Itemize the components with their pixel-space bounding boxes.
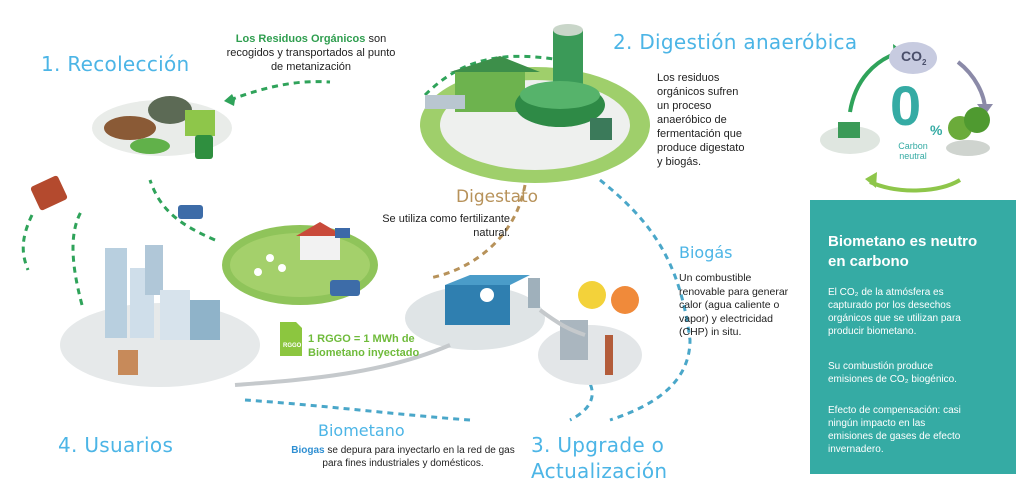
arrow-collection-to-digestion	[229, 80, 331, 102]
co2-text: CO	[901, 48, 922, 64]
panel-text-line: orgánicos que se utilizan para	[828, 313, 961, 324]
panel-text-line: invernadero.	[828, 444, 884, 455]
panel-text-line: emisiones de gases de efecto	[828, 431, 961, 442]
collection-note: Los Residuos Orgánicos son recogidos y t…	[216, 32, 406, 74]
biogas-note-line: (CHP) in situ.	[679, 326, 742, 338]
step-upgrade-title-line2: Actualización	[531, 459, 668, 483]
digestion-note-line: y biogás.	[657, 156, 702, 168]
panel-text-line: El CO₂ de la atmósfera es	[828, 287, 944, 298]
panel-paragraph-1: El CO₂ de la atmósfera es capturado por …	[828, 286, 1012, 338]
digestion-note: Los residuos orgánicos sufren un proceso…	[657, 71, 777, 169]
digestion-note-line: Los residuos	[657, 72, 720, 84]
rggo-note-line1: 1 RGGO = 1 MWh de	[308, 333, 415, 345]
digestato-note-line1: Se utiliza como fertilizante	[382, 213, 510, 225]
zero-percent-number: 0	[890, 74, 922, 137]
panel-text-line: capturado por los desechos	[828, 300, 951, 311]
carbon-label-line1: Carbon	[898, 141, 928, 151]
step-recoleccion-title: 1. Recolección	[41, 52, 190, 76]
rggo-document-icon	[280, 322, 302, 356]
panel-text-line: Efecto de compensación: casi	[828, 405, 961, 416]
biometano-note: Biogas se depura para inyectarlo en la r…	[268, 444, 538, 470]
panel-title: Biometano es neutro en carbono	[828, 232, 1008, 272]
co2-subscript: 2	[922, 57, 927, 67]
step-digestion-title: 2. Digestión anaeróbica	[613, 30, 858, 54]
panel-text-line: producir biometano.	[828, 326, 917, 337]
digestion-note-line: orgánicos sufren	[657, 86, 739, 98]
percent-sign: %	[930, 122, 943, 138]
biogas-title: Biogás	[679, 243, 733, 262]
biogas-note-line: calor (agua caliente o	[679, 299, 780, 311]
panel-paragraph-2: Su combustión produce emisiones de CO₂ b…	[828, 360, 1012, 386]
arrow-users-left	[21, 214, 34, 271]
arrow-digestion-loop	[423, 54, 561, 97]
panel-text-line: Su combustión produce	[828, 361, 934, 372]
biometano-note-line1: se depura para inyectarlo en la red de g…	[324, 445, 515, 456]
arrow-biometano	[244, 398, 471, 422]
rggo-note: 1 RGGO = 1 MWh de Biometano inyectado	[308, 332, 419, 360]
biogas-note-line: renovable para generar	[679, 285, 789, 298]
digestion-note-line: anaeróbico de	[657, 114, 727, 126]
biometano-title: Biometano	[318, 421, 405, 440]
biogas-note-line: vapor) y electricidad	[679, 312, 773, 325]
co2-cloud-icon	[889, 42, 937, 74]
rggo-note-line2: Biometano inyectado	[308, 347, 420, 359]
digestion-note-line: fermentación que	[657, 128, 742, 140]
digestion-note-line: produce digestato	[657, 142, 745, 154]
collection-note-line1: son	[365, 33, 387, 45]
arrow-digestato	[429, 184, 527, 280]
arrow-farm-to-collection	[148, 179, 216, 242]
arrow-users-to-collection	[71, 209, 84, 306]
arrow-collection-to-digestion-2	[224, 94, 235, 106]
arrow-biogas	[599, 178, 692, 422]
co2-label: CO2	[901, 48, 926, 67]
collection-note-line3: de metanización	[270, 61, 352, 73]
panel-title-line1: Biometano es neutro	[828, 233, 978, 250]
carbon-neutral-label: Carbon neutral	[893, 141, 933, 161]
biometano-note-line2: para fines industriales y domésticos.	[322, 458, 484, 469]
biometano-note-highlight: Biogas	[291, 445, 325, 456]
digestato-title: Digestato	[456, 187, 539, 207]
panel-text-line: emisiones de CO₂ biogénico.	[828, 374, 957, 385]
carbon-cycle-arrow-bottom	[869, 178, 962, 193]
collection-note-line2: recogidos y transportados al punto	[226, 47, 396, 59]
step-usuarios-title: 4. Usuarios	[58, 433, 174, 457]
biogas-note: Un combustible renovable para generar ca…	[679, 272, 804, 340]
collection-note-highlight: Los Residuos Orgánicos	[235, 33, 366, 45]
step-upgrade-title-line1: 3. Upgrade o	[531, 433, 665, 457]
biogas-note-line: Un combustible	[679, 272, 752, 284]
digestion-note-line: un proceso	[657, 100, 712, 112]
panel-title-line2: en carbono	[828, 253, 909, 270]
rggo-badge-label: RGGO	[283, 343, 302, 349]
digestato-note: Se utiliza como fertilizante natural.	[360, 212, 510, 240]
digestato-note-line2: natural.	[473, 227, 510, 239]
carbon-label-line2: neutral	[899, 151, 927, 161]
panel-text-line: ningún impacto en las	[828, 418, 926, 429]
panel-paragraph-3: Efecto de compensación: casi ningún impa…	[828, 404, 1012, 456]
carbon-neutral-panel: Biometano es neutro en carbono El CO₂ de…	[810, 200, 1016, 474]
